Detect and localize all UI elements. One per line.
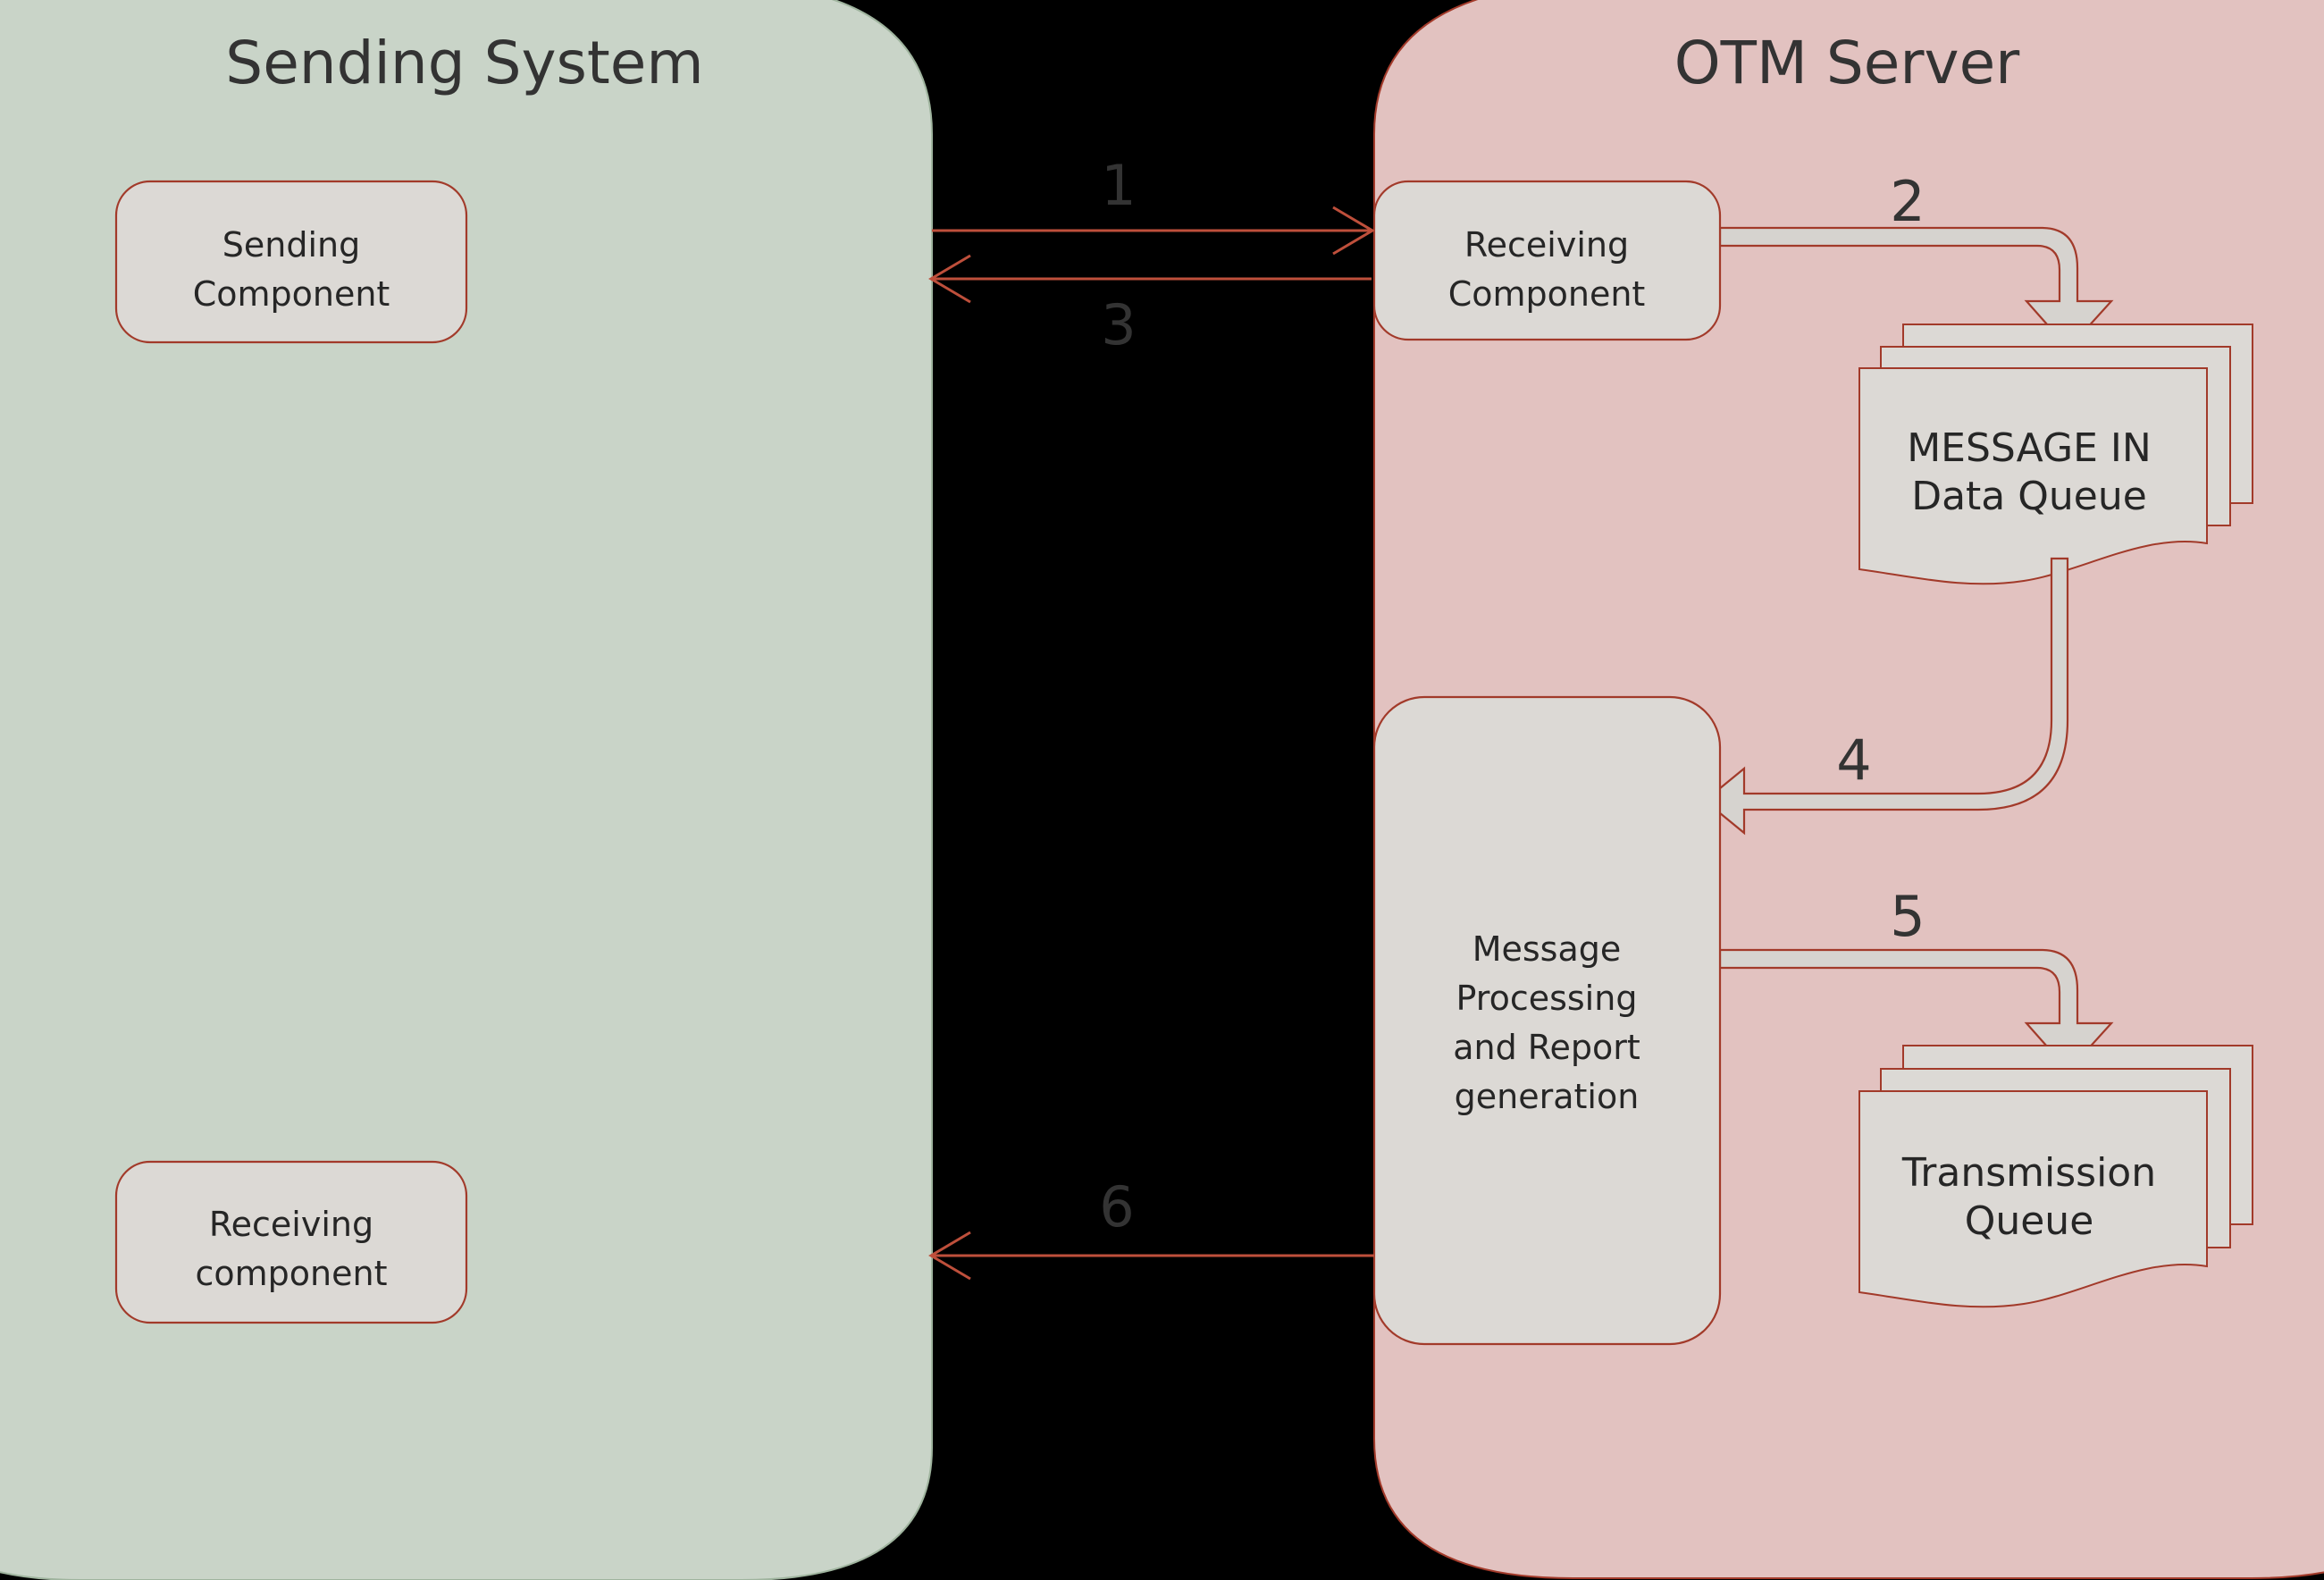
step-4-arrow <box>1703 557 2069 836</box>
sending-component-label-line1: Sending <box>222 225 360 265</box>
sending-system-title: Sending System <box>225 29 703 97</box>
connector-step-4: 4 <box>1703 557 2069 836</box>
node-sending-component: Sending Component <box>114 180 468 344</box>
node-message-in-data-queue: MESSAGE IN Data Queue <box>1858 324 2253 585</box>
message-processing-box <box>1372 695 1722 1346</box>
step-2-number: 2 <box>1890 169 1925 234</box>
receiving-component-right-box <box>1372 180 1722 341</box>
step-3-number: 3 <box>1101 292 1136 357</box>
message-in-queue-label-line1: MESSAGE IN <box>1907 425 2152 471</box>
receiving-component-right-label-line2: Component <box>1448 274 1646 314</box>
receiving-component-right-label-line1: Receiving <box>1464 225 1629 265</box>
step-6-arrowhead <box>928 1231 971 1281</box>
step-1-number: 1 <box>1101 153 1136 218</box>
node-message-processing: Message Processing and Report generation <box>1372 695 1722 1346</box>
connector-step-3: 3 <box>928 254 1372 357</box>
message-in-queue-sheet-front <box>1858 367 2208 585</box>
transmission-queue-sheet-front <box>1858 1090 2208 1308</box>
receiving-component-left-box <box>114 1160 468 1324</box>
transmission-queue-label-line1: Transmission <box>1901 1150 2156 1196</box>
connector-step-1: 1 <box>932 153 1375 256</box>
message-processing-label-line3: and Report <box>1453 1028 1640 1067</box>
step-5-number: 5 <box>1890 884 1925 949</box>
receiving-component-left-label-line1: Receiving <box>209 1205 373 1244</box>
step-4-number: 4 <box>1836 727 1871 793</box>
sending-component-label-line2: Component <box>193 274 390 314</box>
step-1-arrowhead <box>1332 206 1375 256</box>
node-transmission-queue: Transmission Queue <box>1858 1045 2253 1308</box>
receiving-component-left-label-line2: component <box>196 1254 388 1293</box>
message-processing-label-line2: Processing <box>1456 979 1638 1018</box>
message-in-queue-label-line2: Data Queue <box>1911 474 2147 519</box>
connector-step-6: 6 <box>928 1174 1374 1281</box>
transmission-queue-label-line2: Queue <box>1965 1198 2094 1244</box>
node-receiving-component-right: Receiving Component <box>1372 180 1722 341</box>
otm-server-title: OTM Server <box>1674 29 2020 97</box>
step-3-arrowhead <box>928 254 971 304</box>
message-processing-label-line4: generation <box>1455 1077 1640 1116</box>
message-processing-label-line1: Message <box>1472 929 1622 969</box>
sending-component-box <box>114 180 468 344</box>
node-receiving-component-left: Receiving component <box>114 1160 468 1324</box>
step-6-number: 6 <box>1099 1174 1134 1240</box>
